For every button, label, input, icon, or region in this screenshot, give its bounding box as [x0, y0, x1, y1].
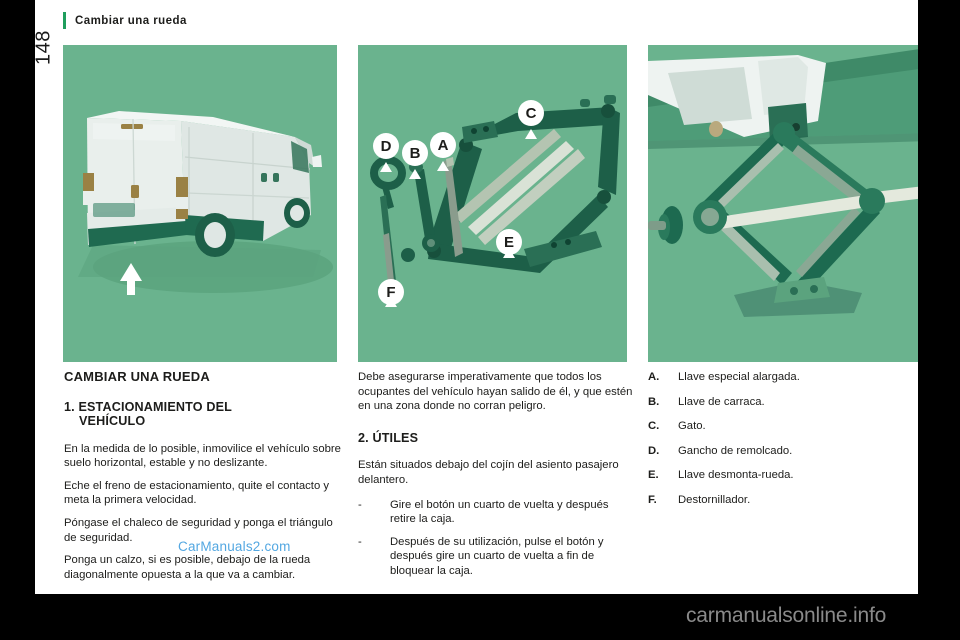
legend-key: A. [648, 371, 660, 383]
legend-key: B. [648, 395, 660, 408]
subsection-heading: 2. ÚTILES [358, 430, 419, 445]
list-item: - Después de su utilización, pulse el bo… [358, 535, 635, 579]
bullet-dash: - [358, 535, 362, 548]
svg-text:F: F [386, 284, 395, 301]
list-item-label: Después de su utilización, pulse el botó… [390, 535, 604, 577]
list-item: D. Gancho de remolcado. [648, 444, 918, 458]
bullet-dash: - [358, 498, 362, 511]
right-legend-column: A. Llave especial alargada. B. Llave de … [648, 370, 918, 517]
instruction-list: - Gire el botón un cuarto de vuelta y de… [358, 498, 635, 579]
legend-label: Llave de carraca. [678, 395, 765, 408]
legend-key: C. [648, 420, 660, 432]
legend-key: F. [648, 493, 657, 506]
section-heading: CAMBIAR UNA RUEDA [64, 369, 210, 384]
paragraph: Están situados debajo del cojín del asie… [358, 459, 619, 486]
legend-label: Gato. [678, 420, 706, 432]
jack-under-vehicle-illustration [648, 45, 918, 362]
paragraph: Debe asegurarse imperativamente que todo… [358, 371, 633, 413]
svg-text:C: C [526, 105, 537, 122]
page-title: Cambiar una rueda [75, 14, 187, 27]
van-rear-illustration [63, 45, 337, 362]
left-text-column: CAMBIAR UNA RUEDA 1. ESTACIONAMIENTO DEL… [64, 369, 342, 582]
paragraph: Ponga un calzo, si es posible, debajo de… [64, 554, 311, 581]
header-accent-bar [63, 12, 66, 29]
legend-label: Llave desmonta-rueda. [678, 469, 794, 481]
list-item: E. Llave desmonta-rueda. [648, 468, 918, 482]
page-header: Cambiar una rueda [63, 12, 187, 29]
parts-legend-list: A. Llave especial alargada. B. Llave de … [648, 370, 918, 507]
list-item: B. Llave de carraca. [648, 395, 918, 409]
svg-text:B: B [410, 145, 421, 162]
list-item: F. Destornillador. [648, 493, 918, 507]
svg-text:A: A [438, 137, 449, 154]
middle-text-column: Debe asegurarse imperativamente que todo… [358, 370, 635, 587]
paragraph: Eche el freno de estacionamiento, quite … [64, 479, 330, 507]
list-item-label: Gire el botón un cuarto de vuelta y desp… [390, 498, 609, 526]
list-item: A. Llave especial alargada. [648, 370, 918, 384]
list-item: C. Gato. [648, 419, 918, 433]
subsection-heading: 1. ESTACIONAMIENTO DEL VEHÍCULO [64, 400, 342, 429]
subsection-heading-line1: 1. ESTACIONAMIENTO DEL [64, 399, 232, 414]
page-number: 148 [35, 30, 55, 65]
svg-text:E: E [504, 234, 514, 251]
legend-label: Gancho de remolcado. [678, 444, 793, 457]
list-item: - Gire el botón un cuarto de vuelta y de… [358, 498, 635, 527]
legend-label: Destornillador. [678, 493, 751, 506]
legend-key: E. [648, 469, 659, 481]
svg-text:D: D [381, 138, 392, 155]
subsection-heading-line2: VEHÍCULO [79, 414, 146, 429]
paragraph: Póngase el chaleco de seguridad y ponga … [64, 516, 333, 544]
legend-key: D. [648, 444, 660, 457]
paragraph: En la medida de lo posible, inmovilice e… [64, 442, 341, 470]
footer-watermark: carmanualsonline.info [686, 604, 887, 627]
legend-label: Llave especial alargada. [678, 371, 800, 383]
tools-and-jack-illustration: C D B A E [358, 45, 627, 362]
manual-page: 148 Cambiar una rueda [35, 0, 918, 594]
